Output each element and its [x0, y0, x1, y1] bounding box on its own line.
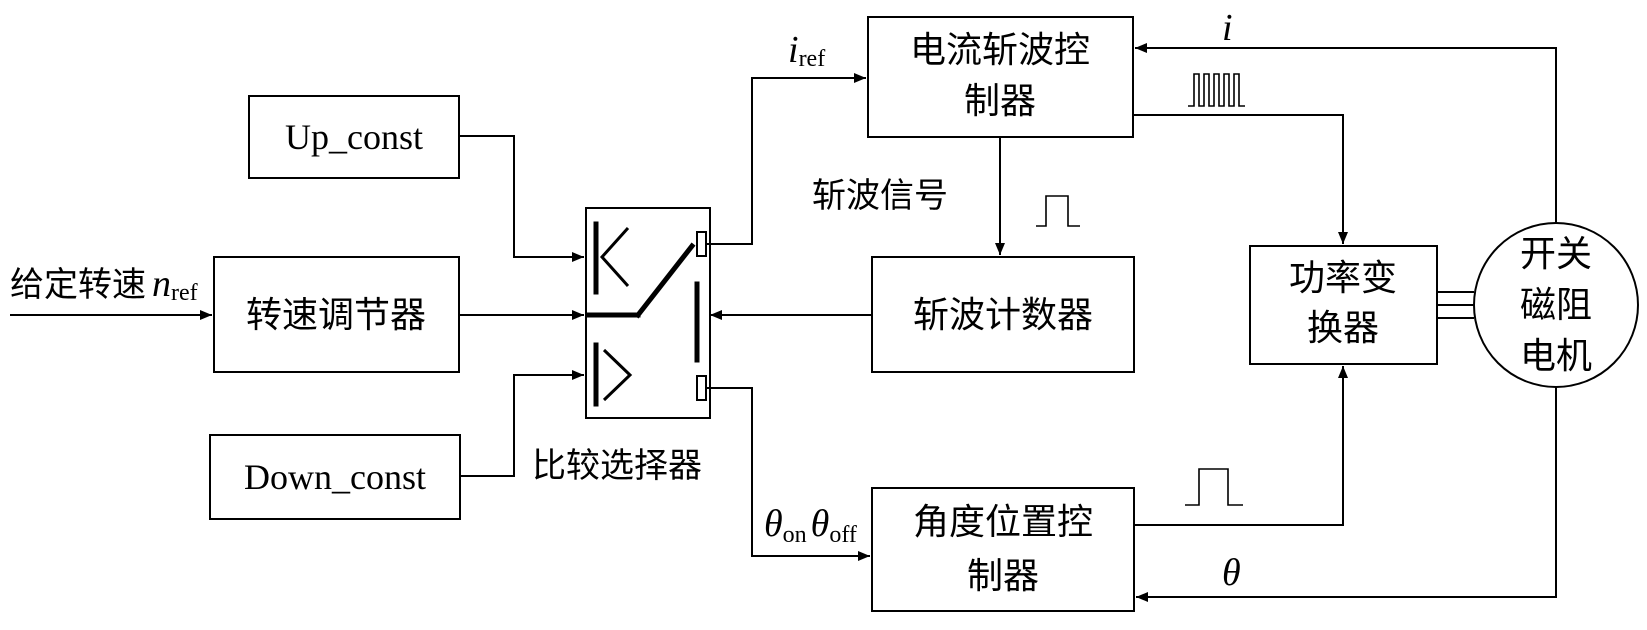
theta-on-sub: on: [783, 522, 807, 548]
down-const-block: Down_const: [210, 435, 460, 519]
comparator-selector-block: [586, 208, 710, 418]
speed-ref-sub: ref: [171, 280, 198, 306]
upconst-to-selector-arrow: [459, 136, 584, 257]
iref-arrow: [706, 78, 866, 244]
up-const-label: Up_const: [285, 117, 423, 157]
controller-to-converter-arrow: [1133, 115, 1343, 244]
power-converter-label-2: 换器: [1307, 308, 1379, 348]
theta-off-symbol: θ: [811, 503, 830, 545]
angle-controller-label-1: 角度位置控: [913, 502, 1093, 542]
theta-on-off-label: θonθoff: [764, 503, 857, 548]
srm-motor-circle: 开关 磁阻 电机: [1474, 223, 1638, 387]
chopper-signal-label: 斩波信号: [812, 177, 948, 215]
current-chopper-controller-label-2: 制器: [964, 81, 1036, 121]
angle-controller-label-2: 制器: [967, 556, 1039, 596]
iref-symbol: i: [788, 29, 799, 71]
angle-to-converter-arrow: [1134, 366, 1343, 525]
motor-label-3: 电机: [1520, 336, 1592, 376]
iref-label: iref: [788, 29, 825, 72]
down-const-label: Down_const: [244, 457, 426, 497]
power-converter-block: 功率变 换器: [1250, 246, 1437, 364]
speed-ref-symbol: n: [152, 263, 171, 305]
motor-label-2: 磁阻: [1520, 285, 1592, 325]
speed-regulator-block: 转速调节器: [214, 257, 459, 372]
current-chopper-controller-label-1: 电流斩波控: [910, 30, 1090, 70]
motor-label-1: 开关: [1520, 234, 1592, 274]
current-feedback-label: i: [1222, 7, 1233, 49]
theta-on-symbol: θ: [764, 503, 783, 545]
theta-feedback-label: θ: [1222, 552, 1241, 594]
power-converter-label-1: 功率变: [1289, 258, 1397, 298]
iref-sub: ref: [799, 46, 826, 72]
comparator-selector-label: 比较选择器: [532, 447, 702, 485]
chopper-pulse-icon: [1036, 196, 1080, 226]
up-const-block: Up_const: [249, 96, 459, 178]
speed-ref-text: 给定转速: [10, 266, 146, 304]
angle-position-controller-block: 角度位置控 制器: [872, 488, 1134, 611]
upper-terminal: [697, 232, 706, 256]
lower-terminal: [697, 376, 706, 400]
theta-off-sub: off: [829, 522, 857, 548]
current-chopper-controller-block: 电流斩波控 制器: [868, 17, 1133, 137]
chopper-counter-label: 斩波计数器: [913, 295, 1093, 335]
angle-pulse-icon: [1185, 469, 1243, 505]
chopper-counter-block: 斩波计数器: [872, 257, 1134, 372]
speed-ref-label: 给定转速nref: [10, 263, 198, 306]
speed-regulator-label: 转速调节器: [246, 295, 426, 335]
pwm-pulses-icon: [1188, 74, 1245, 106]
